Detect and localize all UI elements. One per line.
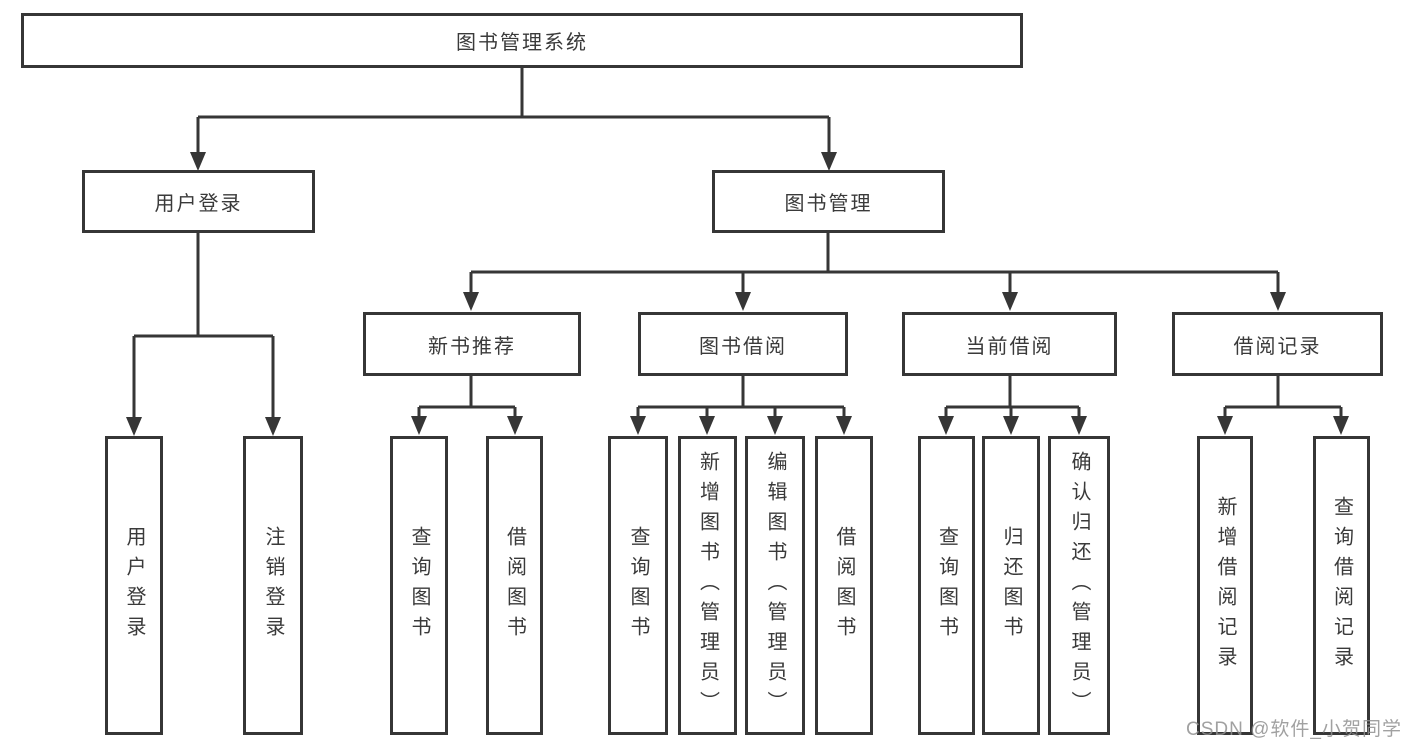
leaf-return-books: 归还图书 (982, 436, 1040, 735)
node-label: 确认归还（管理员） (1068, 450, 1090, 721)
node-label: 查询图书 (408, 525, 430, 646)
node-label: 借阅图书 (503, 525, 526, 646)
node-book-borrow: 图书借阅 (638, 312, 848, 376)
leaf-query-books-borrow: 查询图书 (608, 436, 668, 735)
node-label: 图书管理 (784, 193, 873, 215)
node-current-borrow: 当前借阅 (902, 312, 1117, 376)
node-library-system: 图书管理系统 (21, 13, 1023, 68)
node-label: 用户登录 (154, 193, 243, 215)
node-label: 编辑图书（管理员） (764, 450, 786, 721)
leaf-add-books-admin: 新增图书（管理员） (678, 436, 737, 735)
leaf-borrow-books: 借阅图书 (815, 436, 873, 735)
leaf-query-borrow-record: 查询借阅记录 (1313, 436, 1370, 735)
leaf-query-books-current: 查询图书 (918, 436, 975, 735)
node-label: 用户登录 (123, 525, 145, 646)
node-user-login: 用户登录 (82, 170, 315, 233)
leaf-logout: 注销登录 (243, 436, 303, 735)
node-label: 借阅记录 (1233, 335, 1322, 358)
node-label: 图书管理系统 (456, 32, 588, 54)
leaf-borrow-books-recommend: 借阅图书 (486, 436, 543, 735)
node-book-management: 图书管理 (712, 170, 945, 233)
node-label: 查询图书 (935, 525, 958, 646)
watermark-text: CSDN @软件_小贺同学 (1186, 719, 1402, 740)
node-borrow-records: 借阅记录 (1172, 312, 1383, 376)
node-label: 图书借阅 (699, 335, 787, 358)
node-label: 借阅图书 (833, 525, 855, 646)
node-label: 查询图书 (627, 525, 649, 646)
leaf-edit-books-admin: 编辑图书（管理员） (745, 436, 805, 735)
node-label: 新书推荐 (428, 335, 516, 358)
node-label: 新增图书（管理员） (696, 450, 719, 721)
node-label: 注销登录 (262, 525, 284, 646)
node-label: 当前借阅 (965, 335, 1054, 358)
arrowheads (126, 152, 1349, 436)
leaf-confirm-return-admin: 确认归还（管理员） (1048, 436, 1110, 735)
leaf-user-login: 用户登录 (105, 436, 163, 735)
node-label: 新增借阅记录 (1214, 495, 1236, 676)
leaf-add-borrow-record: 新增借阅记录 (1197, 436, 1253, 735)
leaf-query-books-recommend: 查询图书 (390, 436, 448, 735)
node-label: 归还图书 (1000, 525, 1022, 646)
node-new-book-recommend: 新书推荐 (363, 312, 581, 376)
node-label: 查询借阅记录 (1330, 495, 1353, 676)
